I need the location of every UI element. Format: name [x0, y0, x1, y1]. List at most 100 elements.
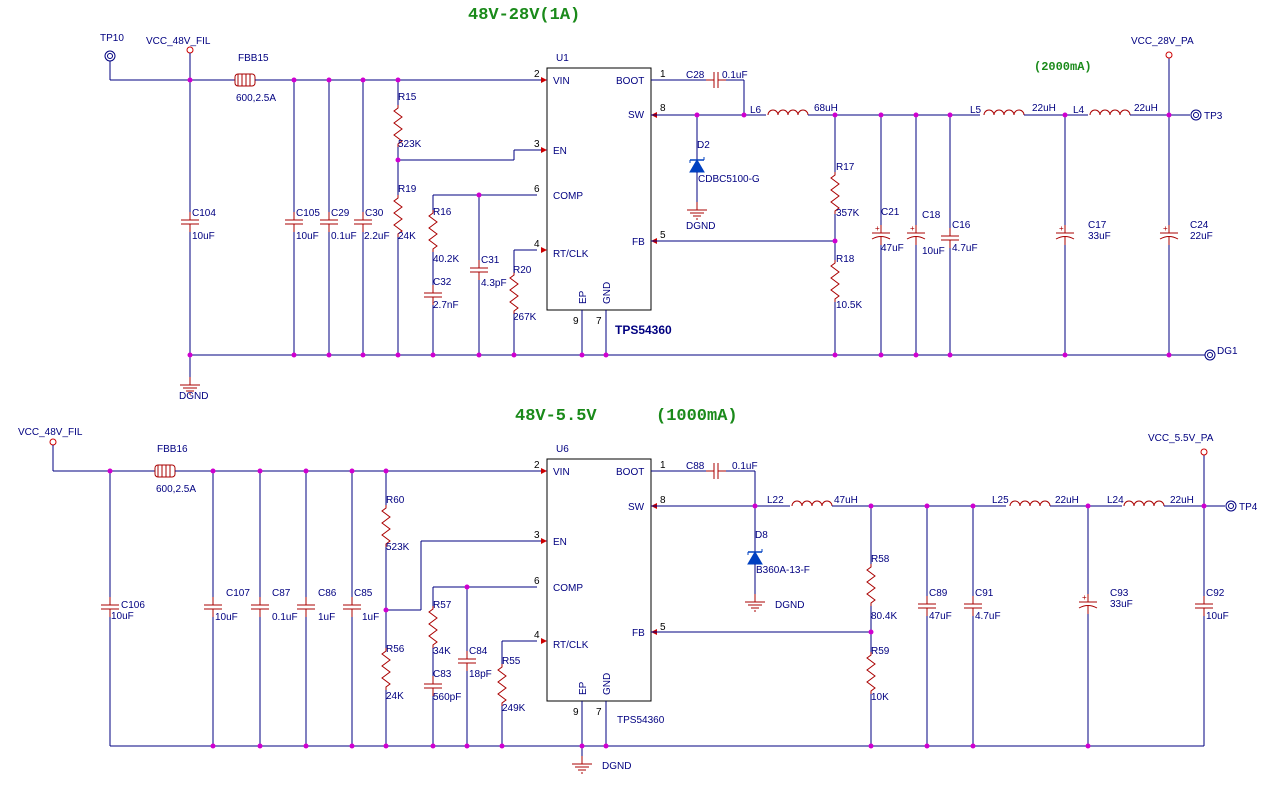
svg-text:5: 5 — [660, 230, 666, 241]
c16-value: 4.7uF — [952, 243, 978, 254]
c18-value: 10uF — [922, 246, 945, 257]
dg1-label: DG1 — [1217, 346, 1238, 357]
c86-value: 1uF — [318, 612, 335, 623]
r15-ref: R15 — [398, 92, 417, 103]
top-net-out-label: VCC_28V_PA — [1131, 36, 1194, 47]
c88-ref: C88 — [686, 461, 705, 472]
bottom-title: 48V-5.5V — [515, 407, 597, 426]
svg-text:GND: GND — [602, 282, 613, 304]
d2-ref: D2 — [697, 140, 710, 151]
r59-ref: R59 — [871, 646, 890, 657]
svg-text:1: 1 — [660, 69, 666, 80]
bottom-net-out-label: VCC_5.5V_PA — [1148, 433, 1214, 444]
c105-value: 10uF — [296, 231, 319, 242]
svg-text:6: 6 — [534, 184, 540, 195]
c31-ref: C31 — [481, 255, 500, 266]
tp10-testpoint — [104, 50, 116, 62]
c18-ref: C18 — [922, 210, 941, 221]
fbb15-ref: FBB15 — [238, 53, 269, 64]
svg-text:8: 8 — [660, 103, 666, 114]
svg-text:5: 5 — [660, 622, 666, 633]
l6-value: 68uH — [814, 103, 838, 114]
r58-value: 80.4K — [871, 611, 897, 622]
svg-text:SW: SW — [628, 502, 645, 513]
l5-value: 22uH — [1032, 103, 1056, 114]
c104-ref: C104 — [192, 208, 216, 219]
d8-ref: D8 — [755, 530, 768, 541]
c86-ref: C86 — [318, 588, 337, 599]
c29-ref: C29 — [331, 208, 350, 219]
u1-ic-body — [546, 67, 652, 311]
svg-text:SW: SW — [628, 110, 645, 121]
c87-value: 0.1uF — [272, 612, 298, 623]
bottom-gnd-symbol — [571, 755, 593, 774]
c83-ref: C83 — [433, 669, 452, 680]
u6-ref: U6 — [556, 444, 569, 455]
tp4-label: TP4 — [1239, 502, 1258, 513]
c87-ref: C87 — [272, 588, 291, 599]
svg-text:EN: EN — [553, 537, 567, 548]
l4-value: 22uH — [1134, 103, 1158, 114]
c105-ref: C105 — [296, 208, 320, 219]
l24-ref: L24 — [1107, 495, 1124, 506]
c107-ref: C107 — [226, 588, 250, 599]
svg-text:FB: FB — [632, 237, 645, 248]
svg-text:VIN: VIN — [553, 467, 570, 478]
r60-ref: R60 — [386, 495, 405, 506]
l6-ref: L6 — [750, 105, 762, 116]
svg-text:7: 7 — [596, 707, 602, 718]
l24-value: 22uH — [1170, 495, 1194, 506]
fbb16-ref: FBB16 — [157, 444, 188, 455]
c29-value: 0.1uF — [331, 231, 357, 242]
r18-ref: R18 — [836, 254, 855, 265]
u6-ic-body — [546, 458, 652, 702]
r15-value: 523K — [398, 139, 422, 150]
c16-ref: C16 — [952, 220, 971, 231]
c89-value: 47uF — [929, 611, 952, 622]
r17-value: 357K — [836, 208, 860, 219]
svg-text:RT/CLK: RT/CLK — [553, 640, 589, 651]
c17-ref: C17 — [1088, 220, 1107, 231]
r56-ref: R56 — [386, 644, 405, 655]
d8-gnd-label: DGND — [775, 600, 804, 611]
svg-text:COMP: COMP — [553, 583, 583, 594]
r55-value: 249K — [502, 703, 526, 714]
r60-value: 523K — [386, 542, 410, 553]
svg-text:BOOT: BOOT — [616, 467, 644, 478]
fbb15-ferrite — [234, 73, 256, 87]
r58-ref: R58 — [871, 554, 890, 565]
bottom-gnd-label: DGND — [602, 761, 631, 772]
c31-value: 4.3pF — [481, 278, 507, 289]
c83-value: 560pF — [433, 692, 461, 703]
dg1-testpoint — [1204, 349, 1216, 361]
tp10-label: TP10 — [100, 33, 124, 44]
l5-ref: L5 — [970, 105, 982, 116]
c84-value: 18pF — [469, 669, 492, 680]
c93-ref: C93 — [1110, 588, 1129, 599]
r56-value: 24K — [386, 691, 404, 702]
l4-ref: L4 — [1073, 105, 1085, 116]
r57-ref: R57 — [433, 600, 452, 611]
l22-ref: L22 — [767, 495, 784, 506]
u6-part: TPS54360 — [617, 715, 665, 726]
r19-value: 24K — [398, 231, 416, 242]
svg-text:2: 2 — [534, 460, 540, 471]
svg-text:EP: EP — [578, 290, 589, 304]
svg-text:3: 3 — [534, 139, 540, 150]
c24-value: 22uF — [1190, 231, 1213, 242]
c106-ref: C106 — [121, 600, 145, 611]
c106-value: 10uF — [111, 611, 134, 622]
c104-value: 10uF — [192, 231, 215, 242]
c17-value: 33uF — [1088, 231, 1111, 242]
r17-ref: R17 — [836, 162, 855, 173]
fbb15-value: 600,2.5A — [236, 93, 276, 104]
d8-value: B360A-13-F — [756, 565, 810, 576]
c93-value: 33uF — [1110, 599, 1133, 610]
c30-value: 2.2uF — [364, 231, 390, 242]
svg-text:1: 1 — [660, 460, 666, 471]
d2-gnd-label: DGND — [686, 221, 715, 232]
c21-value: 47uF — [881, 243, 904, 254]
c21-ref: C21 — [881, 207, 900, 218]
svg-text:3: 3 — [534, 530, 540, 541]
